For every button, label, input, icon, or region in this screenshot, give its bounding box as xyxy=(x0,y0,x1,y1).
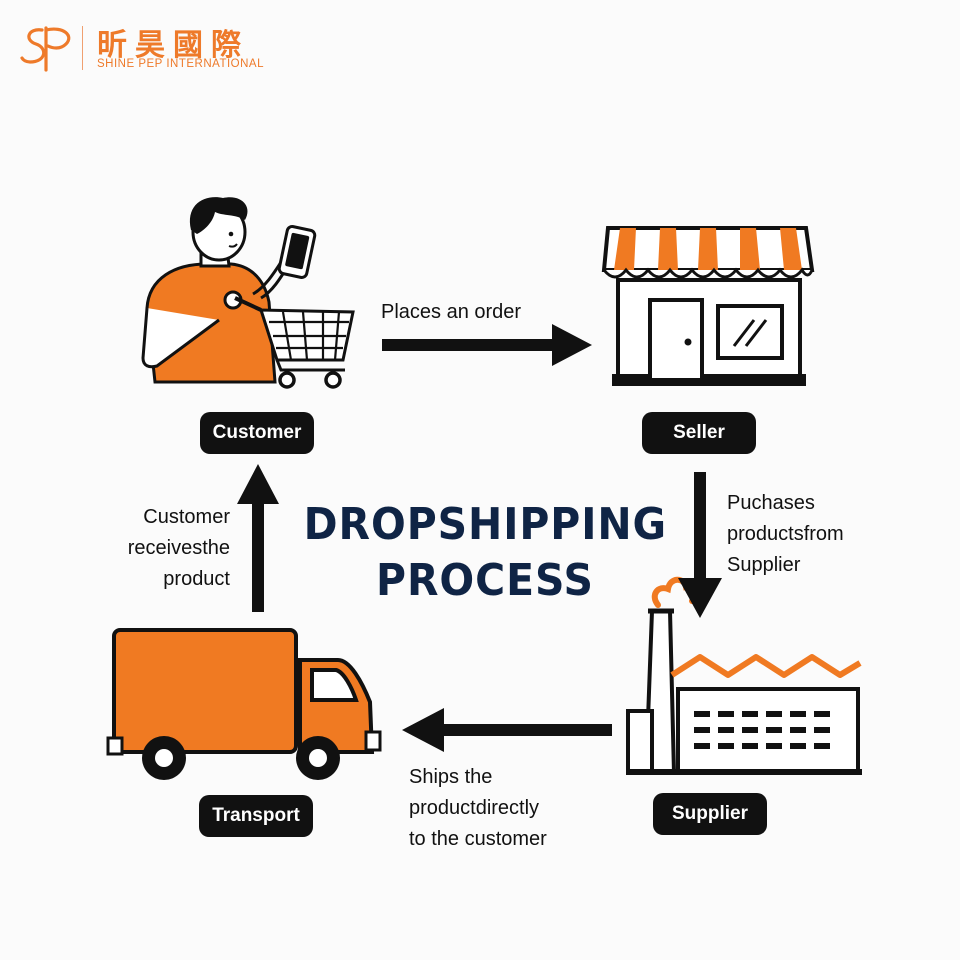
diagram-title: DROPSHIPPING PROCESS xyxy=(304,497,667,609)
step-line: receivesthe xyxy=(127,537,230,559)
arrow-right-icon xyxy=(380,322,595,373)
logo-chinese-name: 昕昊國際 xyxy=(97,28,249,63)
logo-monogram xyxy=(20,22,78,77)
customer-label: Customer xyxy=(200,412,314,454)
delivery-truck-icon xyxy=(100,620,390,795)
arrow-up-icon xyxy=(235,462,281,619)
seller-label: Seller xyxy=(642,412,756,454)
supplier-label: Supplier xyxy=(653,793,767,835)
title-line-2: PROCESS xyxy=(376,555,594,606)
arrow-down-icon xyxy=(676,470,724,625)
factory-icon xyxy=(622,565,867,785)
customer-with-cart-icon xyxy=(135,190,365,400)
step-line: Supplier xyxy=(727,554,801,576)
logo-english-name: SHINE PEP INTERNATIONAL xyxy=(97,58,264,70)
step-line: to the customer xyxy=(409,828,547,850)
logo-divider xyxy=(82,26,83,70)
storefront-icon xyxy=(600,220,815,395)
step-transport-to-customer: Customer receivesthe product xyxy=(110,502,230,595)
step-line: Ships the xyxy=(409,766,493,788)
step-line: Puchases xyxy=(727,492,815,514)
step-line: product xyxy=(163,568,230,590)
transport-label: Transport xyxy=(199,795,313,837)
step-line: productdirectly xyxy=(409,797,540,819)
arrow-left-icon xyxy=(400,706,615,759)
step-line: Customer xyxy=(143,506,230,528)
step-line: productsfrom xyxy=(727,523,844,545)
title-line-1: DROPSHIPPING xyxy=(303,499,668,550)
step-supplier-to-transport: Ships the productdirectly to the custome… xyxy=(409,762,547,855)
step-customer-to-seller: Places an order xyxy=(381,301,522,323)
step-seller-to-supplier: Puchases productsfrom Supplier xyxy=(727,488,844,581)
